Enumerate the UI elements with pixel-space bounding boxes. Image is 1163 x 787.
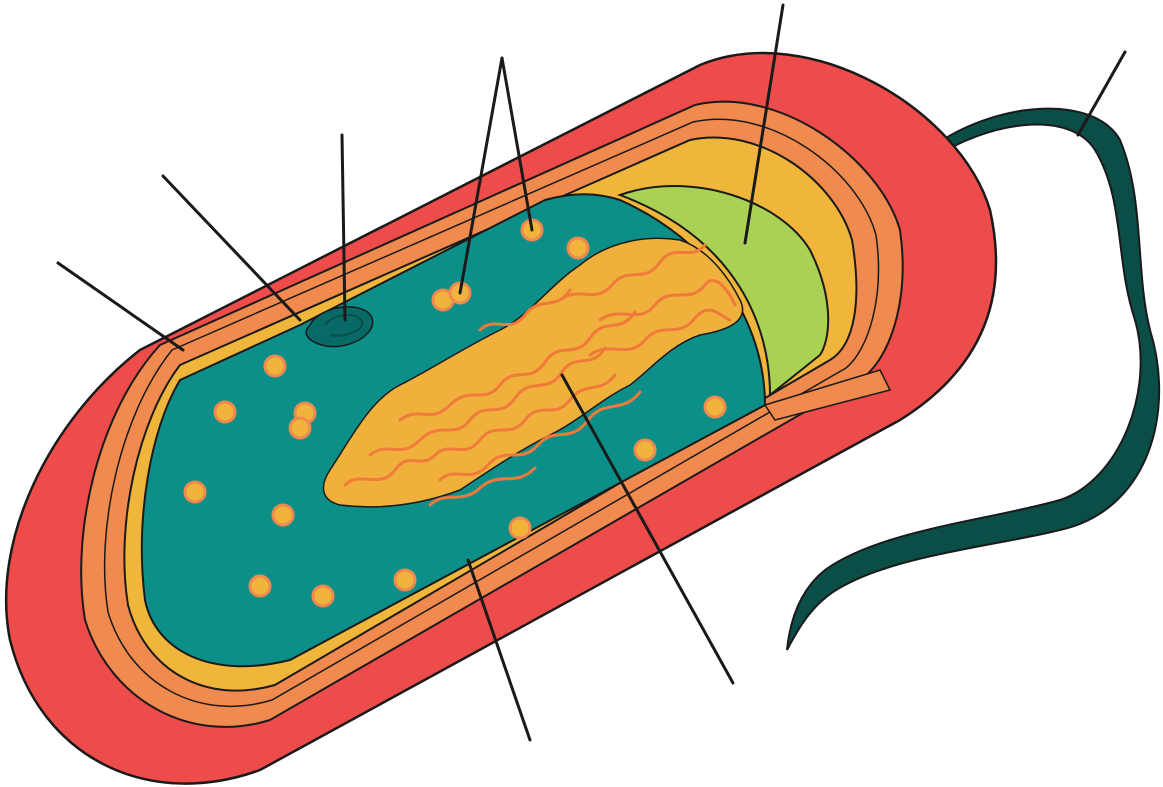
ribosome [395, 570, 415, 590]
ribosome [265, 356, 285, 376]
leader-line-cell-wall [163, 176, 300, 320]
ribosome [568, 238, 588, 258]
leader-line-capsule [58, 263, 183, 350]
ribosome [273, 505, 293, 525]
ribosome [215, 402, 235, 422]
ribosome [185, 482, 205, 502]
ribosome [635, 440, 655, 460]
ribosome [290, 418, 310, 438]
ribosome [705, 397, 725, 417]
ribosome [510, 518, 530, 538]
ribosome [250, 576, 270, 596]
ribosome [313, 586, 333, 606]
